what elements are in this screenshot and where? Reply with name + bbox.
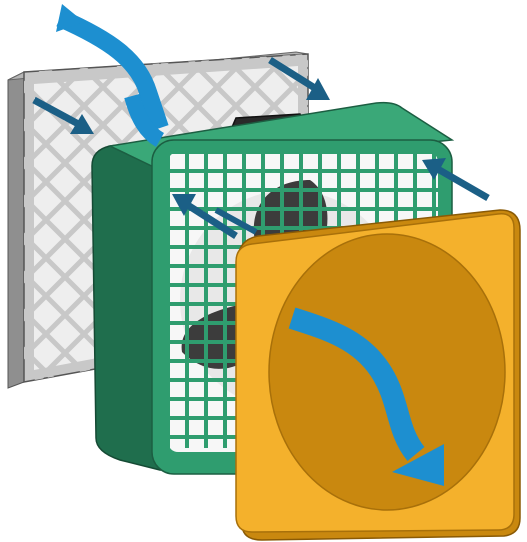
filter-side-edge	[8, 72, 24, 388]
fan-housing-side	[92, 140, 160, 470]
